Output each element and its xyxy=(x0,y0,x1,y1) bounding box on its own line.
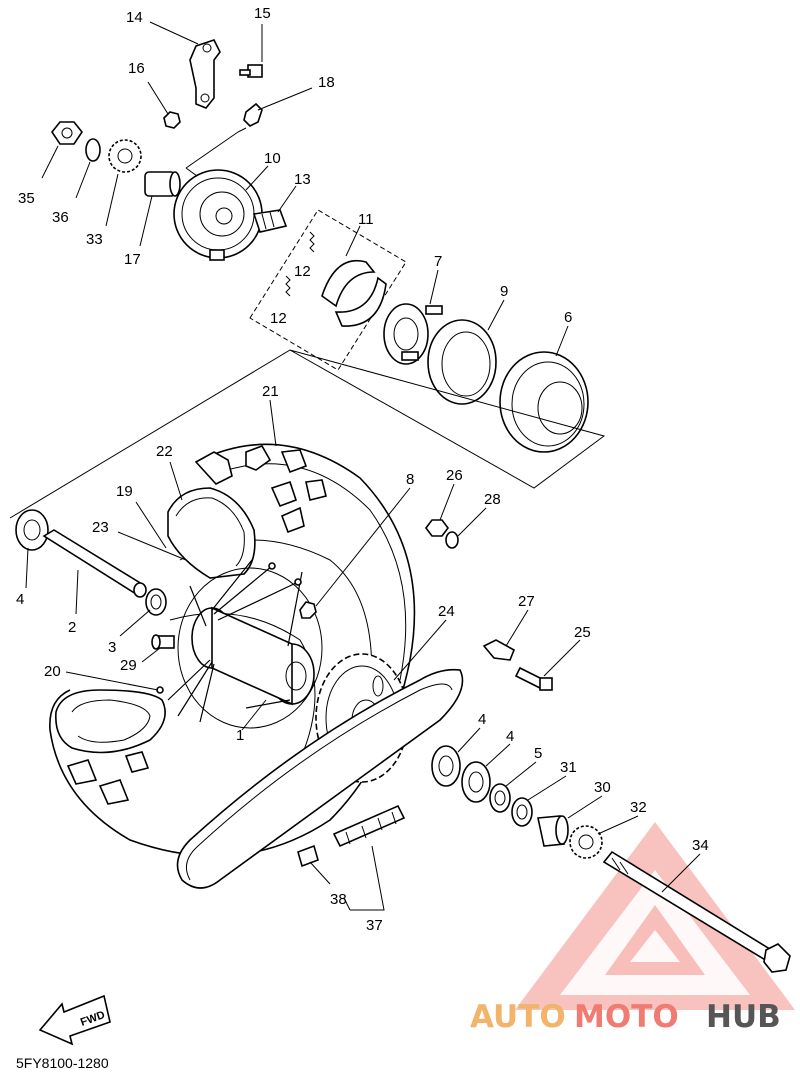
spacer-tube xyxy=(42,529,147,598)
bolt-29 xyxy=(151,634,175,650)
chain-section xyxy=(332,804,406,848)
washer-28 xyxy=(445,531,459,549)
nut-26 xyxy=(425,519,449,537)
collar-top xyxy=(144,171,181,197)
callout-6: 6 xyxy=(564,309,572,326)
bearing-right-2 xyxy=(461,761,491,803)
callout-16: 16 xyxy=(128,60,145,77)
bearing-left xyxy=(15,509,49,551)
callout-20: 20 xyxy=(44,663,61,680)
callout-12-lower: 12 xyxy=(270,310,287,327)
callout-15: 15 xyxy=(254,5,271,22)
lever-nut xyxy=(163,111,181,129)
collar-30 xyxy=(537,815,569,847)
callout-18: 18 xyxy=(318,74,335,91)
callout-21: 21 xyxy=(262,383,279,400)
callout-33: 33 xyxy=(86,231,103,248)
rim-band xyxy=(167,487,256,579)
callout-labels: 14 15 16 18 10 13 11 12 12 7 9 6 35 36 3… xyxy=(16,5,709,934)
callout-35: 35 xyxy=(18,190,35,207)
callout-13: 13 xyxy=(294,171,311,188)
axle-shaft xyxy=(602,850,791,973)
damper-holder xyxy=(383,303,443,365)
callout-17: 17 xyxy=(124,251,141,268)
brake-spring-lower xyxy=(285,275,291,297)
watermark-text: AUTO MOTO HUB xyxy=(470,999,781,1035)
callout-32: 32 xyxy=(630,799,647,816)
sprocket-bolt-nut xyxy=(299,601,317,619)
oil-seal-right xyxy=(489,783,511,813)
callout-4-left: 4 xyxy=(16,591,24,608)
callout-37: 37 xyxy=(366,917,383,934)
callout-9: 9 xyxy=(500,283,508,300)
callout-26: 26 xyxy=(446,467,463,484)
callout-19: 19 xyxy=(116,483,133,500)
brake-stud-bolt xyxy=(252,209,288,233)
callout-4-right: 4 xyxy=(506,728,514,745)
collar-31 xyxy=(511,797,533,827)
callout-2: 2 xyxy=(68,619,76,636)
brake-drum-ring xyxy=(427,319,497,405)
callout-12-upper: 12 xyxy=(294,263,311,280)
callout-36: 36 xyxy=(52,209,69,226)
watermark-part-hub: HUB xyxy=(706,999,781,1035)
spoke-nipples xyxy=(156,562,302,694)
callout-3: 3 xyxy=(108,639,116,656)
callout-11: 11 xyxy=(358,211,374,228)
tube-lower xyxy=(55,689,166,754)
callout-4-mid: 4 xyxy=(478,711,486,728)
lever-bolt xyxy=(239,64,263,78)
callout-22: 22 xyxy=(156,443,173,460)
watermark-logo xyxy=(515,822,795,1010)
adjust-bolt xyxy=(514,666,553,691)
callout-28: 28 xyxy=(484,491,501,508)
callout-29: 29 xyxy=(120,657,137,674)
callout-38: 38 xyxy=(330,891,347,908)
brake-cam-lever xyxy=(189,39,221,109)
hub-drum xyxy=(499,351,589,453)
brake-spring-upper xyxy=(309,231,315,253)
oil-seal-left xyxy=(145,588,167,616)
callout-10: 10 xyxy=(264,150,281,167)
hub xyxy=(177,567,323,729)
callout-8: 8 xyxy=(406,471,414,488)
leader-lines xyxy=(25,21,701,911)
watermark-part-moto: MOTO xyxy=(574,999,679,1035)
callout-25: 25 xyxy=(574,624,591,641)
bearing-right-1 xyxy=(431,745,461,787)
tire-treads-top xyxy=(194,445,327,534)
brake-shoe xyxy=(321,260,387,327)
callout-14: 14 xyxy=(126,9,143,26)
callout-7: 7 xyxy=(434,253,442,270)
callout-23: 23 xyxy=(92,519,109,536)
callout-5: 5 xyxy=(534,745,542,762)
callout-24: 24 xyxy=(438,603,455,620)
fwd-arrow xyxy=(38,994,111,1046)
small-sprocket-top xyxy=(108,139,142,173)
washer-top xyxy=(85,138,101,162)
small-sprocket-32 xyxy=(569,825,603,859)
chain-joint xyxy=(297,844,319,868)
chain-puller xyxy=(482,639,516,661)
axle-nut-top xyxy=(51,121,83,145)
brake-plate xyxy=(173,169,263,261)
callout-30: 30 xyxy=(594,779,611,796)
tire-treads-bottom xyxy=(66,751,150,805)
callout-34: 34 xyxy=(692,837,709,854)
drive-chain xyxy=(176,668,464,889)
callout-31: 31 xyxy=(560,759,577,776)
watermark-part-auto: AUTO xyxy=(470,999,566,1035)
callout-1: 1 xyxy=(236,727,244,744)
callout-27: 27 xyxy=(518,593,535,610)
pointer-plate xyxy=(243,102,263,127)
diagram-code: 5FY8100-1280 xyxy=(16,1055,109,1071)
